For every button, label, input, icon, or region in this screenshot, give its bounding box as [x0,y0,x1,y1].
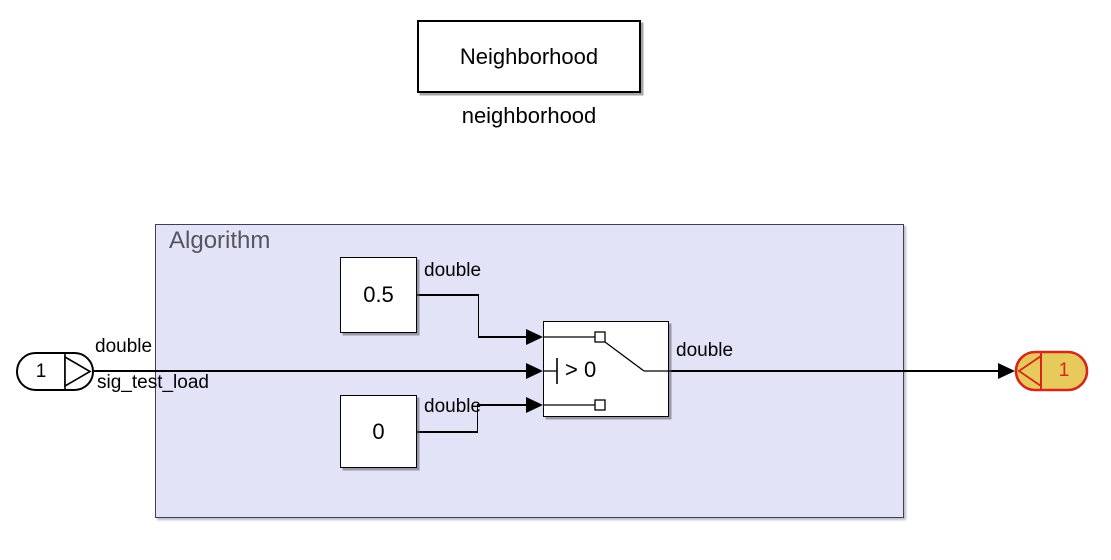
inport-chevron-icon [64,355,92,388]
constant-lower-value: 0 [372,418,385,444]
constant-block-upper[interactable]: 0.5 [340,257,417,333]
const-lower-datatype-label: double [424,396,482,417]
switch-output-datatype-label: double [676,340,734,361]
wire-switch-to-outport[interactable] [668,370,999,372]
wire-const05-v[interactable] [477,294,479,337]
algorithm-area-label: Algorithm [169,227,271,254]
signal-name-label[interactable]: sig_test_load [97,372,209,393]
outport-block[interactable] [1014,350,1089,392]
wire-const0-h2[interactable] [477,404,529,406]
outport-chevron-icon [1017,354,1042,388]
inport-number: 1 [35,360,47,382]
constant-upper-value: 0.5 [363,282,394,307]
arrowhead-icon [526,329,543,345]
inport-datatype-label: double [95,336,153,357]
wire-const05-h1[interactable] [417,294,479,296]
neighborhood-block-label: Neighborhood [459,43,599,69]
inport-block[interactable] [16,352,94,391]
neighborhood-block[interactable]: Neighborhood [417,20,641,93]
switch-internals-icon [543,331,669,411]
const-upper-datatype-label: double [424,260,482,281]
arrowhead-icon [526,397,543,413]
arrowhead-icon [998,363,1015,379]
wire-const0-v[interactable] [476,404,478,432]
wire-const0-h1[interactable] [417,431,478,433]
neighborhood-block-name[interactable]: neighborhood [461,103,597,128]
wire-const05-h2[interactable] [478,336,529,338]
wire-inport-to-switch[interactable] [93,370,529,372]
switch-block[interactable] [543,321,669,417]
switch-criteria-label: > 0 [565,357,597,382]
arrowhead-icon [526,363,543,379]
outport-number: 1 [1058,360,1070,381]
constant-block-lower[interactable]: 0 [340,395,417,468]
